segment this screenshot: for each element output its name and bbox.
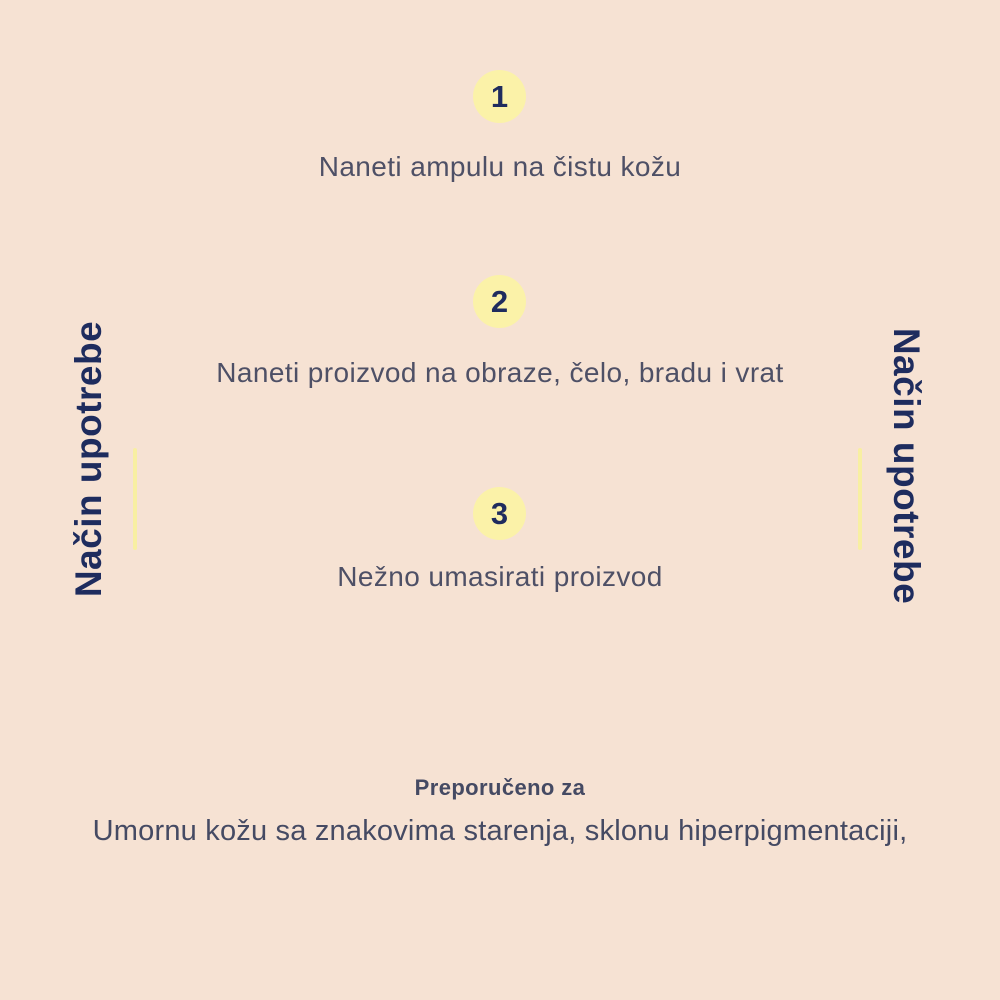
- step-2-number-badge: 2: [473, 275, 526, 328]
- step-1-description: Naneti ampulu na čistu kožu: [318, 151, 682, 182]
- step-3-description: Nežno umasirati proizvod: [337, 561, 663, 592]
- accent-line-left: [133, 448, 137, 550]
- step-1-number-badge: 1: [473, 70, 526, 123]
- recommended-for-text: Umornu kožu sa znakovima starenja, sklon…: [92, 815, 908, 847]
- accent-line-right: [858, 448, 862, 550]
- recommended-for-label: Preporučeno za: [414, 775, 586, 800]
- step-2-description: Naneti proizvod na obraze, čelo, bradu i…: [216, 357, 784, 388]
- step-3-number-badge: 3: [473, 487, 526, 540]
